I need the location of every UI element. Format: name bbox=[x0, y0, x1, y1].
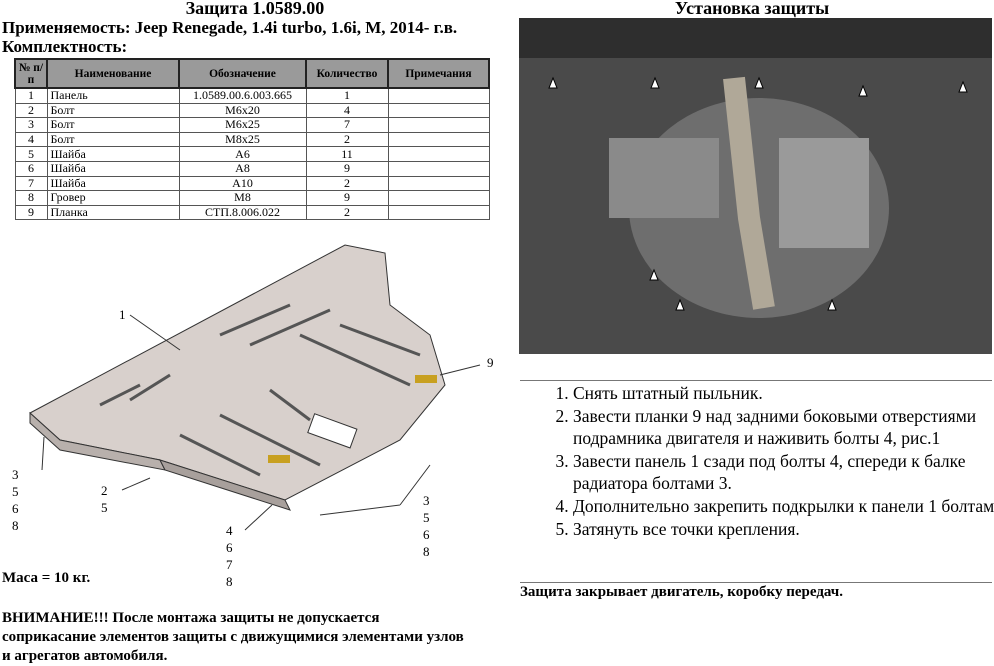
table-cell bbox=[387, 102, 490, 119]
installation-steps: Снять штатный пыльник. Завести планки 9 … bbox=[522, 382, 994, 540]
table-cell: 3 bbox=[14, 117, 48, 133]
table-cell: 2 bbox=[305, 204, 389, 221]
table-cell: Шайба bbox=[46, 146, 180, 162]
col-header: Наименование bbox=[46, 58, 180, 89]
col-header: Обозначение bbox=[178, 58, 307, 89]
step: Завести панель 1 сзади под болты 4, спер… bbox=[573, 450, 994, 495]
table-cell: M8x25 bbox=[178, 131, 307, 148]
table-cell bbox=[387, 190, 490, 206]
table-cell bbox=[387, 204, 490, 221]
step: Завести планки 9 над задними боковыми от… bbox=[573, 405, 994, 450]
step: Затянуть все точки крепления. bbox=[573, 518, 994, 541]
install-title: Установка защиты bbox=[674, 0, 830, 18]
table-cell: Болт bbox=[46, 117, 180, 133]
table-cell: 4 bbox=[14, 131, 48, 148]
document-title: Защита 1.0589.00 bbox=[185, 0, 325, 18]
table-cell: 5 bbox=[14, 146, 48, 162]
col-header: Примечания bbox=[387, 58, 490, 89]
table-cell: Гровер bbox=[46, 190, 180, 206]
warning-text: ВНИМАНИЕ!!! После монтажа защиты не допу… bbox=[2, 610, 464, 664]
table-cell: 9 bbox=[14, 204, 48, 221]
table-cell bbox=[387, 131, 490, 148]
table-cell: Планка bbox=[46, 204, 180, 221]
parts-table: № п/п Наименование Обозначение Количеств… bbox=[14, 58, 490, 221]
table-cell bbox=[387, 175, 490, 192]
table-cell: 9 bbox=[305, 190, 389, 206]
table-cell bbox=[387, 117, 490, 133]
table-cell: 1 bbox=[305, 87, 389, 104]
table-cell: A10 bbox=[178, 175, 307, 192]
table-cell: A6 bbox=[178, 146, 307, 162]
table-cell: Болт bbox=[46, 102, 180, 119]
col-header: Количество bbox=[305, 58, 389, 89]
callout-1: 1 bbox=[119, 307, 126, 322]
table-cell: 6 bbox=[14, 160, 48, 177]
table-cell: 4 bbox=[305, 102, 389, 119]
table-cell: M8 bbox=[178, 190, 307, 206]
table-cell: 2 bbox=[305, 175, 389, 192]
coverage-note: Защита закрывает двигатель, коробку пере… bbox=[520, 584, 844, 600]
col-header: № п/п bbox=[14, 58, 48, 89]
table-cell: Шайба bbox=[46, 160, 180, 177]
table-cell: Панель bbox=[46, 87, 180, 104]
mass-text: Маса = 10 кг. bbox=[2, 570, 91, 586]
table-cell bbox=[387, 160, 490, 177]
step: Дополнительно закрепить подкрылки к пане… bbox=[573, 495, 994, 518]
table-cell: 9 bbox=[305, 160, 389, 177]
applicability: Применяемость: Jeep Renegade, 1.4i turbo… bbox=[2, 18, 458, 37]
installation-photo bbox=[519, 18, 992, 354]
divider bbox=[520, 582, 992, 583]
table-cell: A8 bbox=[178, 160, 307, 177]
table-cell bbox=[387, 87, 490, 104]
table-cell: Шайба bbox=[46, 175, 180, 192]
panel-drawing bbox=[29, 244, 481, 531]
divider bbox=[520, 380, 992, 381]
table-cell: M6x25 bbox=[178, 117, 307, 133]
table-cell: 8 bbox=[14, 190, 48, 206]
table-cell: 11 bbox=[305, 146, 389, 162]
table-cell: 2 bbox=[14, 102, 48, 119]
table-cell: 1 bbox=[14, 87, 48, 104]
kit-label: Комплектность: bbox=[2, 37, 128, 56]
table-cell: 1.0589.00.6.003.665 bbox=[178, 87, 307, 104]
table-cell: СТП.8.006.022 bbox=[178, 204, 307, 221]
step: Снять штатный пыльник. bbox=[573, 382, 994, 405]
table-cell: Болт bbox=[46, 131, 180, 148]
table-cell: 2 bbox=[305, 131, 389, 148]
table-cell: 7 bbox=[14, 175, 48, 192]
table-cell: M6x20 bbox=[178, 102, 307, 119]
table-cell bbox=[387, 146, 490, 162]
callout-9: 9 bbox=[487, 355, 494, 370]
table-cell: 7 bbox=[305, 117, 389, 133]
